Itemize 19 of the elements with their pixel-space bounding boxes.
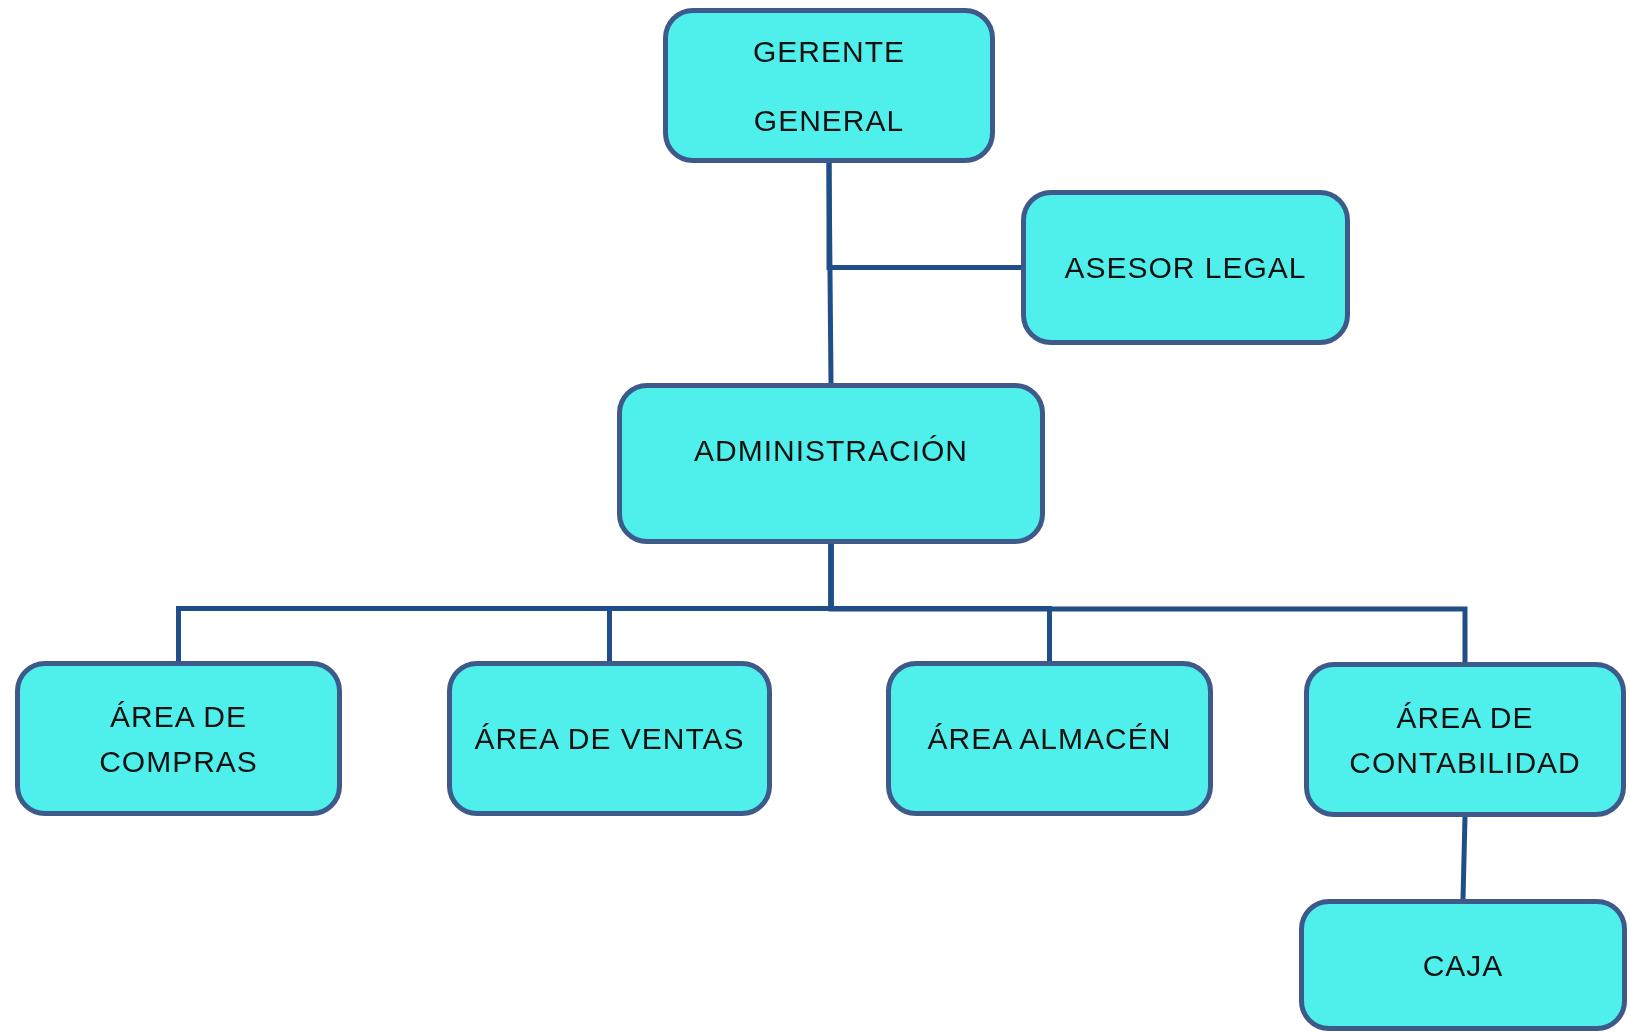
org-box bbox=[617, 383, 1045, 544]
box-label: ÁREA DE CONTABILIDAD bbox=[1348, 699, 1582, 781]
connector-line bbox=[828, 544, 1468, 662]
connector-line bbox=[1460, 816, 1468, 900]
org-box bbox=[886, 661, 1213, 816]
box-label: CAJA bbox=[1421, 947, 1505, 984]
org-box bbox=[1021, 190, 1350, 345]
org-box bbox=[1304, 662, 1626, 817]
org-box bbox=[447, 661, 772, 816]
connector-line bbox=[826, 162, 834, 384]
box-label: ÁREA DE COMPRAS bbox=[98, 698, 259, 780]
org-box bbox=[663, 8, 995, 163]
org-box bbox=[15, 661, 342, 816]
box-label: ÁREA DE VENTAS bbox=[473, 721, 746, 757]
box-label: ADMINISTRACIÓN bbox=[693, 433, 969, 469]
box-label: GERENTE GENERAL bbox=[752, 33, 906, 139]
org-box bbox=[1299, 899, 1627, 1031]
box-label: ASESOR LEGAL bbox=[1063, 250, 1308, 286]
box-label: ÁREA ALMACÉN bbox=[926, 721, 1173, 757]
